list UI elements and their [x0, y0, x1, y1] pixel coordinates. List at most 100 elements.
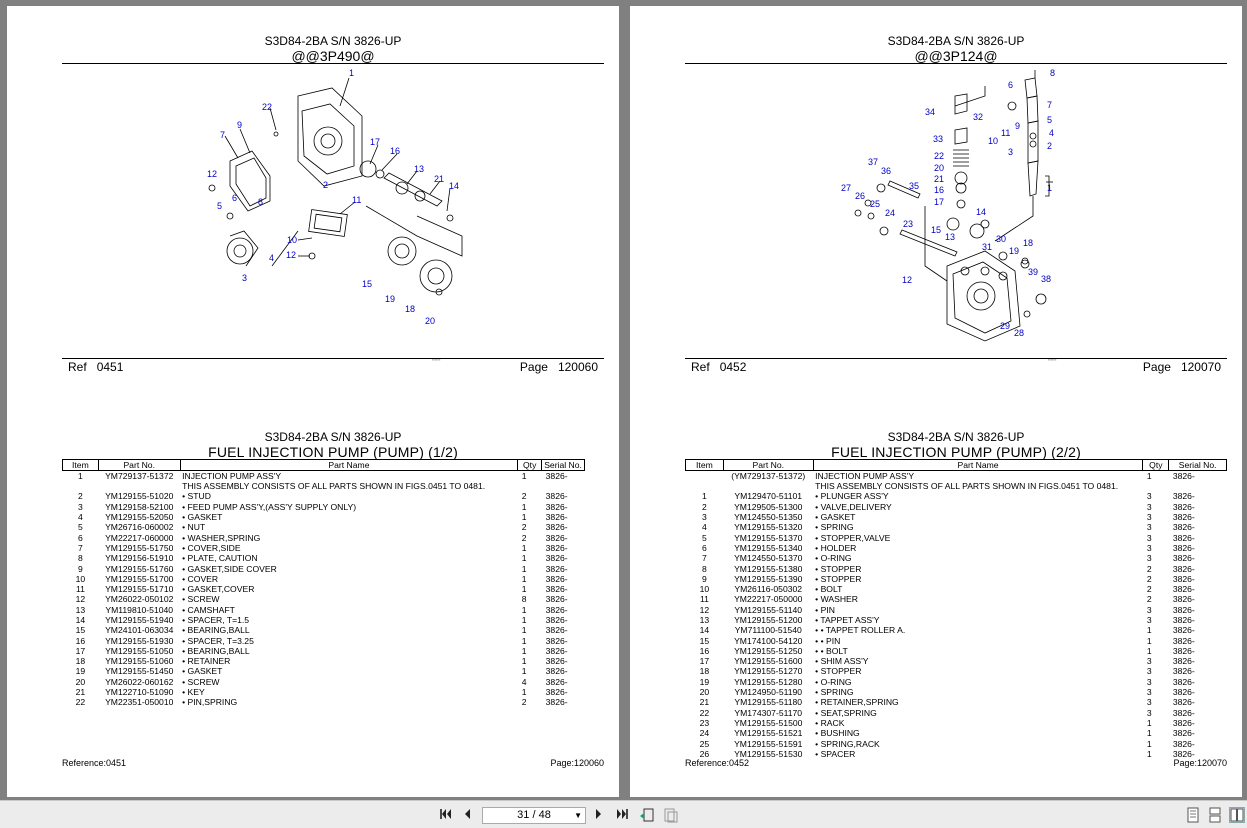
svg-text:12: 12: [902, 275, 912, 285]
page-right: S3D84-2BA S/N 3826-UP @@3P124@: [630, 6, 1242, 797]
qty-cell: 2: [1146, 563, 1152, 574]
qty-cell: 3: [1146, 542, 1152, 553]
svg-text:6: 6: [232, 193, 237, 203]
svg-text:28: 28: [1014, 328, 1024, 338]
part-name-cell: • GASKET,COVER: [182, 584, 255, 595]
item-cell: 8: [78, 553, 83, 564]
part-name-cell: • GASKET,SIDE COVER: [182, 563, 277, 574]
part-number-cell: YM129155-51250: [734, 645, 803, 656]
go-back-button[interactable]: [638, 807, 656, 823]
previous-page-button[interactable]: [460, 807, 474, 823]
previous-page-icon: [465, 809, 470, 819]
item-cell: 12: [699, 604, 710, 615]
serial-cell: 3826-: [1172, 532, 1195, 543]
part-number-cell: YM129155-51760: [105, 563, 174, 574]
facing-view-button[interactable]: [1229, 807, 1245, 823]
part-name-cell: • PLATE, CAUTION: [182, 553, 258, 564]
svg-text:27: 27: [841, 183, 851, 193]
qty-cell: 2: [1146, 573, 1152, 584]
qty-cell: 8: [521, 594, 527, 605]
svg-text:26: 26: [855, 191, 865, 201]
part-number-cell: YM129155-51320: [734, 522, 803, 533]
svg-text:20: 20: [934, 163, 944, 173]
part-name-cell: INJECTION PUMP ASS'Y: [815, 471, 915, 481]
part-number-cell: YM22217-050000: [734, 594, 803, 605]
qty-cell: 3: [1146, 687, 1152, 698]
part-name-cell: • TAPPET ASS'Y: [815, 615, 880, 625]
part-name-cell: • PIN,SPRING: [182, 697, 238, 708]
part-number-cell: YM129155-51270: [734, 666, 803, 677]
qty-cell: 1: [1146, 635, 1152, 646]
part-name-cell: • BOLT: [815, 584, 843, 595]
first-page-button[interactable]: [438, 807, 454, 823]
svg-text:19: 19: [385, 294, 395, 304]
serial-cell: 3826-: [1172, 728, 1195, 739]
go-forward-button[interactable]: [662, 807, 680, 823]
last-page-button[interactable]: [614, 807, 630, 823]
item-cell: 16: [699, 645, 710, 656]
column-header-part-number: Part No.: [97, 459, 181, 471]
serial-cell: [1169, 481, 1227, 491]
serial-cell: 3826-: [545, 594, 568, 605]
part-number-cell: YM129155-51050: [105, 645, 174, 656]
svg-text:9: 9: [237, 120, 242, 130]
svg-text:13: 13: [945, 232, 955, 242]
part-name-cell: • STOPPER: [815, 666, 862, 677]
ref-value: 0452: [719, 360, 747, 374]
svg-text:11: 11: [352, 195, 361, 205]
document-viewer: S3D84-2BA S/N 3826-UP @@3P490@: [7, 6, 1242, 797]
svg-text:16: 16: [934, 185, 944, 195]
ref-rule: [685, 358, 1227, 359]
page-number-select[interactable]: 31 / 48 ▼: [482, 807, 586, 824]
svg-text:21: 21: [434, 174, 444, 184]
single-page-icon: [1187, 807, 1199, 823]
part-number-cell: [723, 481, 813, 491]
part-name-cell: THIS ASSEMBLY CONSISTS OF ALL PARTS SHOW…: [182, 481, 486, 492]
column-header-part-name: Part Name: [179, 459, 519, 471]
last-page-icon: [617, 809, 628, 819]
item-cell: 12: [75, 594, 86, 605]
item-cell: 6: [78, 532, 83, 543]
qty-cell: 1: [521, 501, 527, 512]
serial-cell: 3826-: [545, 676, 568, 687]
svg-text:7: 7: [1047, 100, 1052, 110]
page-header: S3D84-2BA S/N 3826-UP @@3P124@: [685, 34, 1227, 64]
serial-cell: 3826-: [545, 512, 568, 523]
ref-label: Ref: [68, 360, 87, 374]
svg-text:18: 18: [405, 304, 415, 314]
svg-text:13: 13: [414, 164, 424, 174]
qty-cell: 2: [521, 491, 527, 502]
footer-page: Page:120070: [1173, 758, 1227, 768]
serial-cell: 3826-: [545, 645, 568, 656]
continuous-view-button[interactable]: [1208, 807, 1222, 823]
part-number-cell: YM129155-51600: [734, 656, 803, 667]
item-cell: 26: [699, 748, 710, 759]
item-cell: 18: [75, 656, 86, 667]
part-number-cell: YM22217-060000: [105, 532, 174, 543]
serial-cell: 3826-: [545, 573, 568, 584]
qty-cell: [1143, 481, 1169, 491]
serial-cell: 3826-: [1172, 501, 1195, 512]
svg-text:33: 33: [933, 134, 943, 144]
next-page-button[interactable]: [592, 807, 606, 823]
column-header-serial: Serial No.: [1168, 459, 1227, 471]
serial-cell: 3826-: [1172, 625, 1195, 636]
serial-cell: 3826-: [1172, 604, 1195, 615]
svg-text:1: 1: [1047, 183, 1052, 193]
serial-cell: 3826-: [1172, 553, 1195, 564]
serial-cell: 3826-: [545, 697, 568, 708]
single-page-view-button[interactable]: [1186, 807, 1200, 823]
part-number-cell: YM129155-51180: [734, 697, 803, 708]
part-number-cell: YM129155-51591: [734, 738, 803, 749]
part-number-cell: YM26022-050102: [105, 594, 174, 605]
